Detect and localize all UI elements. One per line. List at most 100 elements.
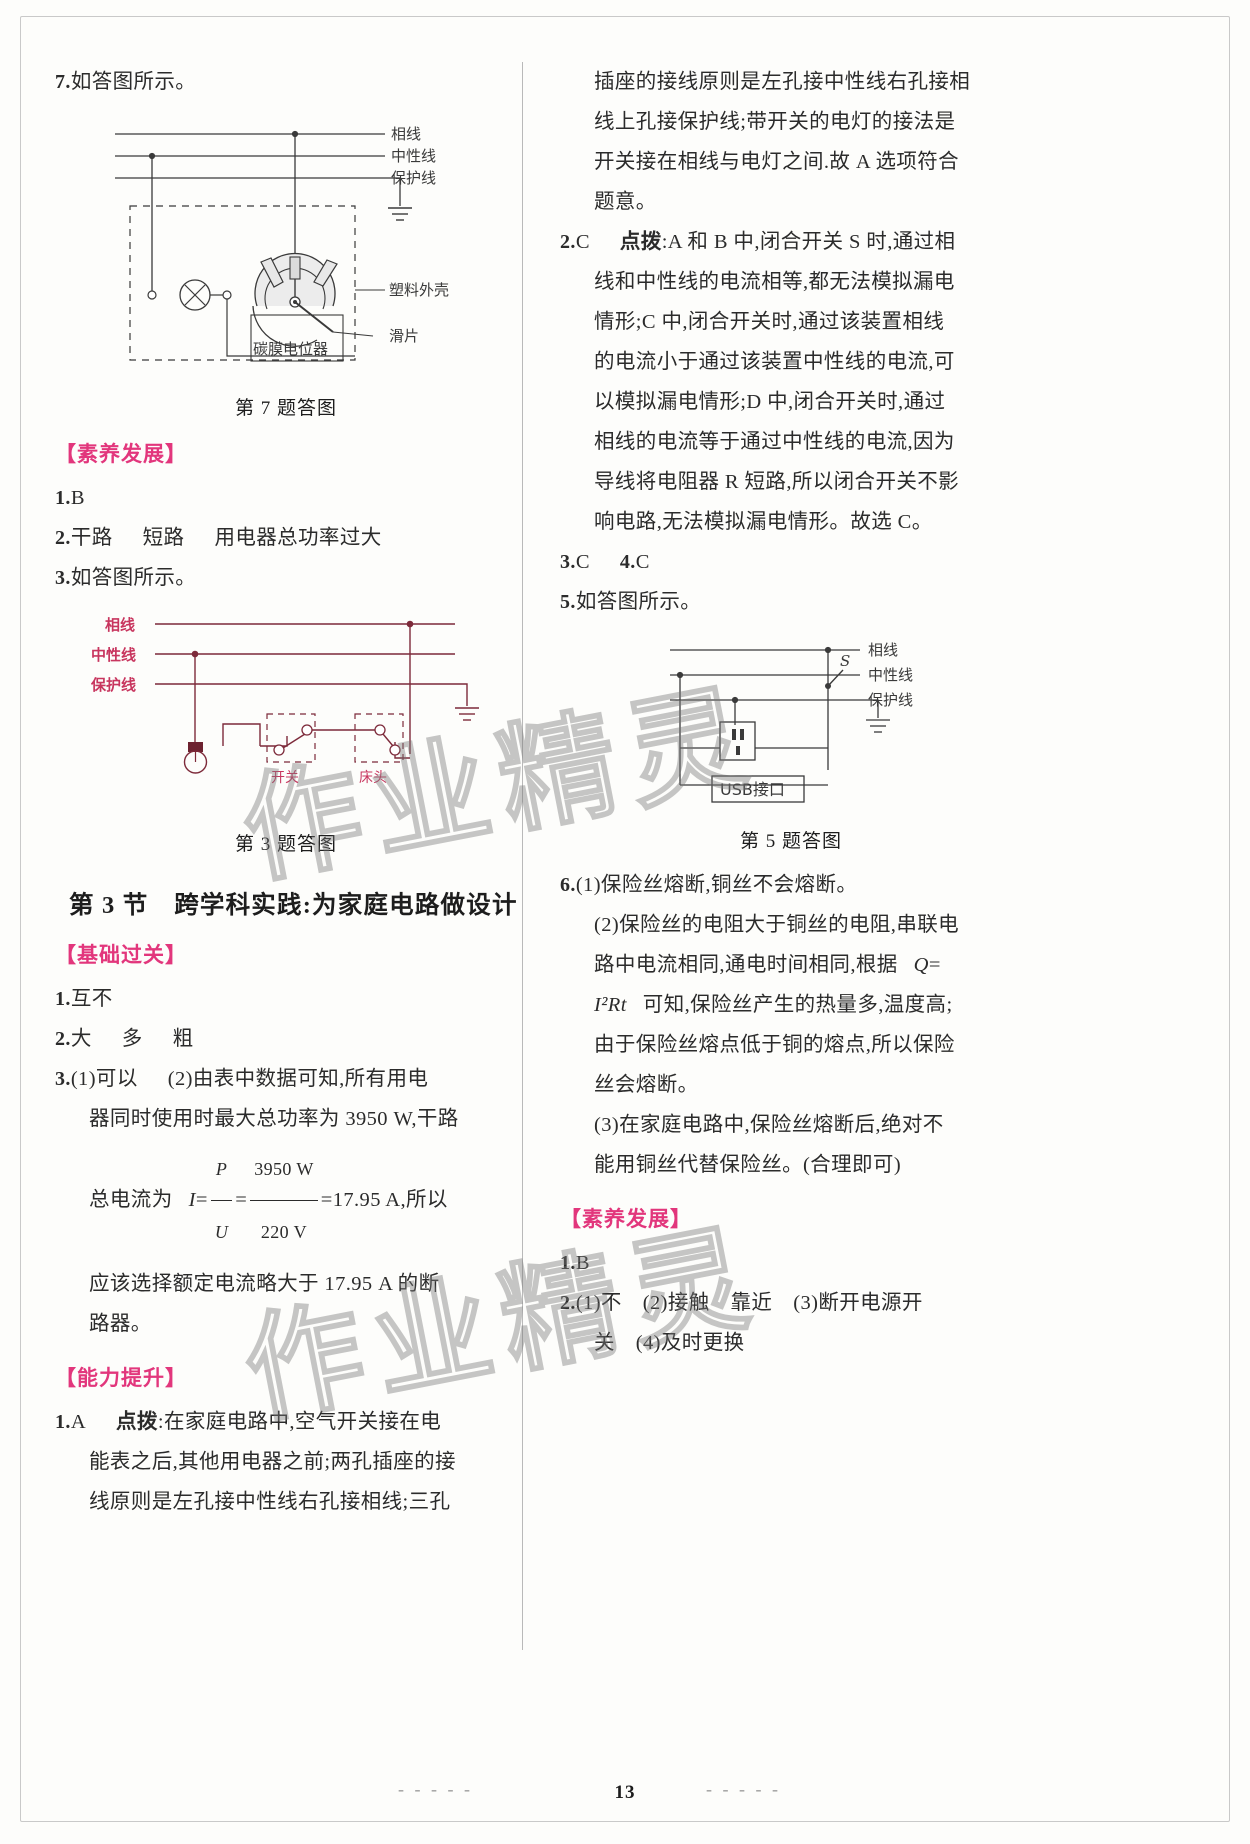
jichu-3-line1b: (2)由表中数据可知,所有用电 — [167, 1068, 429, 1090]
right-q6-line1: 6.(1)保险丝熔断,铜丝不会熔断。 — [560, 865, 1022, 905]
page-number: 13 — [614, 1782, 636, 1803]
right-q6-p1: (1)保险丝熔断,铜丝不会熔断。 — [575, 874, 858, 896]
fig7-label-potentiometer: 碳膜电位器 — [253, 340, 328, 358]
left-suyang-2-part-3: 用电器总功率过大 — [214, 527, 382, 549]
right-3-label: 3. — [560, 551, 576, 573]
right-2-line-7: 响电路,无法模拟漏电情形。故选 C。 — [594, 511, 933, 533]
jichu-1-text: 互不 — [70, 988, 113, 1010]
section-header-suyang-left: 【素养发展】 — [55, 442, 187, 466]
footer-dots-right: - - - - - — [706, 1779, 781, 1799]
jichu-1-label: 1. — [55, 988, 71, 1010]
fig7-label-shell: 塑料外壳 — [389, 281, 449, 299]
right-2-line-6: 导线将电阻器 R 短路,所以闭合开关不影 — [594, 471, 960, 493]
fig3-label-switch2: 床头 — [359, 770, 387, 786]
jichu-3-label: 3. — [55, 1068, 71, 1090]
right-q6-p3-l1: (3)在家庭电路中,保险丝熔断后,绝对不 — [594, 1114, 944, 1136]
jichu-3-symbol-I: I — [188, 1189, 196, 1212]
left-suyang-item-2: 2.干路 短路 用电器总功率过大 — [55, 518, 517, 558]
jichu-3-line2: 器同时使用时最大总功率为 3950 W,干路 — [89, 1108, 459, 1130]
jichu-2-part-2: 多 — [121, 1028, 143, 1050]
left-suyang-1-label: 1. — [55, 487, 71, 509]
fig7-label-protect: 保护线 — [391, 169, 436, 187]
jichu-item-2: 2.大多粗 — [55, 1019, 517, 1059]
figure-q7: 相线 中性线 保护线 塑料外壳 滑片 碳膜电位器 — [55, 110, 517, 387]
left-q7-label: 7. — [55, 71, 71, 93]
section-header-jichu: 【基础过关】 — [55, 943, 187, 967]
right-4-label: 4. — [619, 551, 636, 573]
jichu-3-line5: 路器。 — [89, 1313, 152, 1335]
jichu-3-eq3: =17.95 A,所以 — [320, 1189, 448, 1212]
right-2-line-0: :A 和 B 中,闭合开关 S 时,通过相 — [661, 231, 956, 253]
right-q6-p2-l3-rest: 可知,保险丝产生的热量多,温度高; — [642, 994, 953, 1016]
right-q6-p3-l2: 能用铜丝代替保险丝。(合理即可) — [594, 1154, 902, 1176]
jichu-3-frac2-num: 3950 W — [254, 1159, 314, 1179]
right-suyang-2-label: 2. — [560, 1292, 576, 1314]
right-5-text: 如答图所示。 — [575, 591, 702, 613]
page-border — [20, 16, 1230, 1822]
nengli-1-answer: A — [70, 1411, 87, 1433]
figure-q5-caption: 第 5 题答图 — [739, 831, 842, 852]
jichu-3-frac1-den: U — [210, 1200, 233, 1263]
jichu-2-part-3: 粗 — [172, 1028, 194, 1050]
figure-q7-caption: 第 7 题答图 — [234, 398, 337, 419]
right-suyang-1-text: B — [575, 1252, 590, 1274]
fig3-label-phase: 相线 — [105, 616, 135, 634]
fig7-label-slider: 滑片 — [389, 327, 419, 345]
figure-q7-svg: 相线 中性线 保护线 塑料外壳 滑片 碳膜电位器 — [115, 125, 449, 362]
right-suyang-item-1: 1.B — [560, 1243, 1022, 1283]
chapter-heading: 第 3 节 跨学科实践:为家庭电路做设计 — [69, 892, 518, 919]
right-2-line-2: 情形;C 中,闭合开关时,通过该装置相线 — [594, 311, 945, 333]
left-suyang-2-label: 2. — [55, 527, 71, 549]
right-item-5: 5.如答图所示。 — [560, 582, 1022, 622]
right-suyang-1-label: 1. — [560, 1252, 576, 1274]
left-suyang-1-text: B — [70, 487, 85, 509]
fig3-label-switch1: 开关 — [271, 770, 299, 786]
nengli-1-hint-label: 点拨 — [116, 1411, 158, 1433]
fig3-label-protect: 保护线 — [90, 676, 136, 694]
left-suyang-2-part-2: 短路 — [142, 527, 185, 549]
jichu-3-line3-pre: 总电流为 — [89, 1189, 173, 1212]
fig5-label-phase: 相线 — [868, 641, 898, 659]
jichu-3-eq2: = — [235, 1189, 248, 1212]
fig5-label-protect: 保护线 — [868, 691, 913, 709]
jichu-3-eq1: = — [195, 1189, 208, 1212]
left-q7-line: 7.如答图所示。 — [55, 62, 517, 102]
jichu-3-frac1-num: P — [215, 1159, 228, 1179]
figure-q3-caption: 第 3 题答图 — [234, 834, 337, 855]
right-2-hint-label: 点拨 — [619, 231, 662, 253]
right-2-line-1: 线和中性线的电流相等,都无法模拟漏电 — [594, 271, 955, 293]
jichu-3-line4: 应该选择额定电流略大于 17.95 A 的断 — [89, 1273, 440, 1295]
right-2-line-3: 的电流小于通过该装置中性线的电流,可 — [594, 351, 955, 373]
jichu-2-part-1: 大 — [70, 1028, 92, 1050]
right-cont-line4: 题意。 — [594, 191, 657, 213]
right-cont-line1: 插座的接线原则是左孔接中性线右孔接相 — [594, 71, 971, 93]
right-cont-line2: 线上孔接保护线;带开关的电灯的接法是 — [594, 111, 956, 133]
right-q6-label: 6. — [560, 874, 576, 896]
right-suyang-item-2-line1: 2.(1)不 (2)接触 靠近 (3)断开电源开 — [560, 1283, 1022, 1323]
jichu-item-3-line1: 3.(1)可以 (2)由表中数据可知,所有用电 — [55, 1059, 517, 1099]
right-cont-line3: 开关接在相线与电灯之间.故 A 选项符合 — [594, 151, 960, 173]
right-suyang-2-line1: (1)不 (2)接触 靠近 (3)断开电源开 — [575, 1292, 923, 1314]
left-suyang-2-part-1: 干路 — [70, 527, 113, 549]
fig5-label-usb: USB接口 — [720, 780, 785, 799]
jichu-item-1: 1.互不 — [55, 979, 517, 1019]
left-suyang-item-1: 1.B — [55, 478, 517, 518]
section-header-nengli: 【能力提升】 — [55, 1366, 187, 1390]
figure-q5: S 相线 中性线 保护线 USB接口 — [560, 630, 1022, 820]
jichu-3-line1a: (1)可以 — [70, 1068, 138, 1090]
left-column: 7.如答图所示。 — [55, 62, 517, 1522]
right-q6-p2-l2-pre: 路中电流相同,通电时间相同,根据 — [594, 954, 898, 976]
left-q7-text: 如答图所示。 — [70, 71, 197, 93]
right-q6-p2-l5: 丝会熔断。 — [594, 1074, 699, 1096]
figure-q5-svg: S 相线 中性线 保护线 USB接口 — [670, 641, 913, 803]
nengli-1-label: 1. — [55, 1411, 71, 1433]
nengli-1-line2: 能表之后,其他用电器之前;两孔插座的接 — [89, 1451, 456, 1473]
